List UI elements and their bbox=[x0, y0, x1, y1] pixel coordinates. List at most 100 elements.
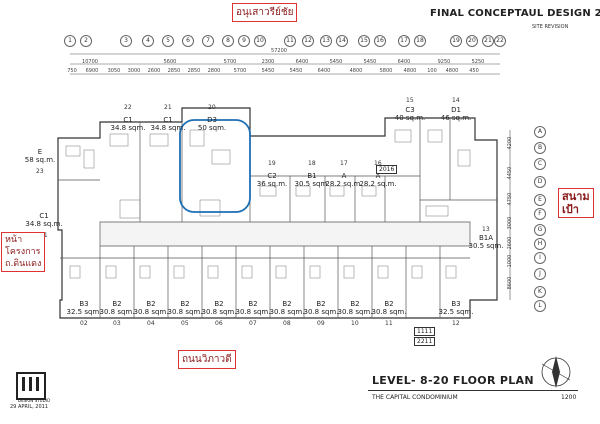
unit-type: B2 bbox=[384, 300, 394, 308]
dimension-value: 5700 bbox=[223, 59, 237, 65]
dimension-value: 6900 bbox=[85, 68, 99, 74]
unit-number: 05 bbox=[181, 320, 189, 327]
grid-column-bubble: 8 bbox=[222, 35, 234, 47]
grid-row-bubble: K bbox=[534, 286, 546, 298]
grid-row-bubble: C bbox=[534, 158, 546, 170]
dimension-value: 3000 bbox=[127, 68, 141, 74]
dimension-value: 3050 bbox=[107, 68, 121, 74]
unit-number: 20 bbox=[208, 104, 216, 111]
unit-type: D1 bbox=[451, 106, 461, 114]
unit-number: 11 bbox=[385, 320, 393, 327]
left-label: หน้า โครงการ ถ.ดินแดง bbox=[1, 232, 46, 272]
project-name: THE CAPITAL CONDOMINIUM bbox=[372, 394, 458, 401]
grid-row-bubble: E bbox=[534, 194, 546, 206]
unit-type: B2 bbox=[316, 300, 326, 308]
unit-number: 12 bbox=[452, 320, 460, 327]
unit-number: 10 bbox=[351, 320, 359, 327]
dimension-value: 4800 bbox=[403, 68, 417, 74]
tag-2211: 2211 bbox=[414, 337, 436, 346]
unit-number: 14 bbox=[452, 97, 460, 104]
unit-type: C1 bbox=[123, 116, 133, 124]
grid-column-bubble: 2 bbox=[80, 35, 92, 47]
top-road-label: อนุเสาวรีย์ชัย bbox=[232, 3, 298, 22]
unit-type: D3 bbox=[207, 116, 217, 124]
tag-1111: 1111 bbox=[414, 327, 436, 336]
unit-type: C2 bbox=[267, 172, 277, 180]
grid-column-bubble: 13 bbox=[320, 35, 332, 47]
unit-number: 21 bbox=[164, 104, 172, 111]
unit-area: 46 sq.m. bbox=[440, 114, 472, 122]
overall-dimension: 57200 bbox=[271, 48, 287, 54]
unit-number: 06 bbox=[215, 320, 223, 327]
unit-area: 30.8 sqm. bbox=[371, 308, 407, 316]
grid-row-bubble: G bbox=[534, 224, 546, 236]
unit-area: 34.8 sq.m. bbox=[25, 220, 63, 228]
dimension-value: 2600 bbox=[147, 68, 161, 74]
unit-area: 30.8 sqm. bbox=[133, 308, 169, 316]
dimension-value: 5450 bbox=[329, 59, 343, 65]
scale: 1200 bbox=[561, 394, 577, 401]
dimension-value: 5450 bbox=[261, 68, 275, 74]
title-rule bbox=[368, 390, 578, 391]
dimension-value: 5800 bbox=[379, 68, 393, 74]
unit-area: 58 sq.m. bbox=[24, 156, 56, 164]
unit-type: A bbox=[375, 172, 381, 180]
grid-column-bubble: 5 bbox=[162, 35, 174, 47]
unit-type: B2 bbox=[248, 300, 258, 308]
grid-row-bubble: F bbox=[534, 208, 546, 220]
dimension-value: 100 bbox=[427, 68, 437, 74]
dimension-value: 6400 bbox=[397, 59, 411, 65]
logo-caption: DESIGN STUDIO bbox=[18, 398, 51, 403]
unit-number: 15 bbox=[406, 97, 414, 104]
grid-column-bubble: 14 bbox=[336, 35, 348, 47]
unit-number: 02 bbox=[80, 320, 88, 327]
unit-area: 28.2 sq.m. bbox=[325, 180, 363, 188]
unit-number: 13 bbox=[482, 226, 490, 233]
grid-column-bubble: 4 bbox=[142, 35, 154, 47]
unit-area: 34.8 sqm. bbox=[110, 124, 146, 132]
grid-column-bubble: 18 bbox=[414, 35, 426, 47]
unit-area: 30.8 sqm. bbox=[167, 308, 203, 316]
studio-logo bbox=[16, 372, 46, 400]
right-label: สนาม เป้า bbox=[558, 188, 594, 218]
dimension-value: 8600 bbox=[507, 276, 513, 290]
grid-column-bubble: 10 bbox=[254, 35, 266, 47]
unit-type: A bbox=[341, 172, 347, 180]
dimension-value: 5450 bbox=[363, 59, 377, 65]
unit-area: 32.5 sqm. bbox=[66, 308, 102, 316]
unit-area: 30.5 sqm. bbox=[468, 242, 504, 250]
unit-number: 09 bbox=[317, 320, 325, 327]
dimension-value: 6400 bbox=[317, 68, 331, 74]
unit-area: 40 sq.m. bbox=[394, 114, 426, 122]
dimension-value: 1000 bbox=[507, 254, 513, 268]
dimension-value: 5600 bbox=[163, 59, 177, 65]
grid-column-bubble: 9 bbox=[238, 35, 250, 47]
unit-type: B3 bbox=[451, 300, 461, 308]
grid-row-bubble: H bbox=[534, 238, 546, 250]
dimension-value: 4450 bbox=[507, 166, 513, 180]
unit-type: B3 bbox=[79, 300, 89, 308]
revision-note: SITE REVISION bbox=[532, 24, 569, 30]
unit-type: C1 bbox=[39, 212, 49, 220]
dimension-value: 5250 bbox=[471, 59, 485, 65]
unit-area: 50 sqm. bbox=[197, 124, 227, 132]
unit-type: B2 bbox=[282, 300, 292, 308]
dimension-value: 5450 bbox=[289, 68, 303, 74]
dimension-value: 2800 bbox=[207, 68, 221, 74]
grid-column-bubble: 15 bbox=[358, 35, 370, 47]
grid-column-bubble: 20 bbox=[466, 35, 478, 47]
unit-number: 16 bbox=[374, 160, 382, 167]
dimension-value: 6400 bbox=[295, 59, 309, 65]
